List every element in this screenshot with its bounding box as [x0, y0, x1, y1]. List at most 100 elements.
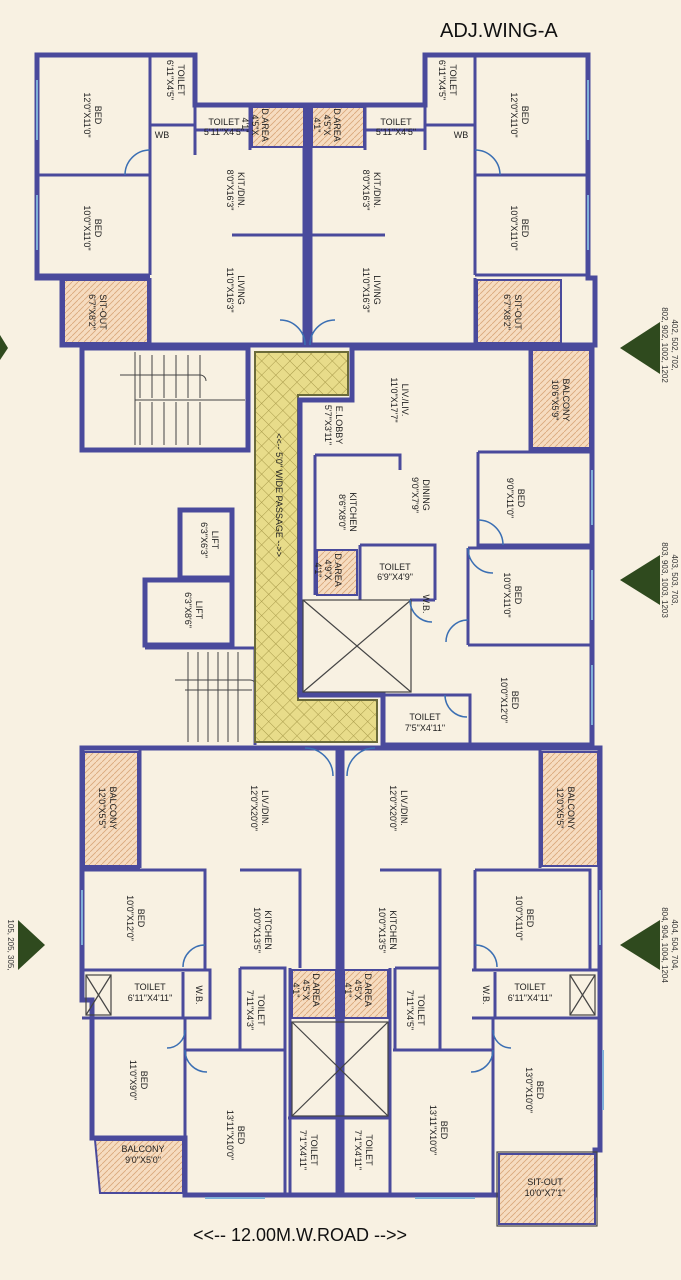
m-bed1-size: 9'0"X11'0"	[505, 478, 515, 518]
svg-text:BED10'0"X11'0": BED10'0"X11'0"	[509, 205, 530, 250]
svg-text:BED13'0"X10'0": BED13'0"X10'0"	[524, 1067, 545, 1113]
right-bottom-marker-icon	[620, 920, 660, 970]
svg-text:LIVING11'0"X16'3": LIVING11'0"X16'3"	[225, 267, 246, 312]
tl-kit-size: 8'0"X16'3"	[225, 170, 235, 211]
svg-text:BED10'0"X12'0": BED10'0"X12'0"	[499, 677, 520, 723]
svg-text:BED10'0"X11'0": BED10'0"X11'0"	[502, 572, 523, 617]
top-wing	[34, 52, 598, 348]
bl-balcony-size: 12'0"X5'5"	[97, 788, 107, 829]
svg-text:D.AREA4'9"X4'1": D.AREA4'9"X4'1"	[313, 553, 343, 587]
br-bed2-label: BED	[535, 1081, 545, 1100]
svg-text:404, 504, 704,804, 904, 1004,: 404, 504, 704,804, 904, 1004, 1204	[660, 907, 679, 983]
tr-toilet2-size: 5'11"X4'5"	[376, 127, 416, 137]
br-toilet1-label: TOILET	[416, 994, 426, 1026]
svg-text:KIT./DIN.8'0"X16'3": KIT./DIN.8'0"X16'3"	[361, 170, 382, 211]
svg-text:SIT-OUT6'7"X8'2": SIT-OUT6'7"X8'2"	[87, 294, 108, 330]
svg-text:BED10'0"X11'0": BED10'0"X11'0"	[514, 895, 535, 940]
tl-toilet2-label: TOILET	[208, 117, 240, 127]
svg-text:BALCONY10'6"X5'9": BALCONY10'6"X5'9"	[550, 378, 571, 421]
tr-sitout-size: 6'7"X8'2"	[502, 294, 512, 330]
bl-wb-label: W.B.	[194, 985, 204, 1004]
tr-bed2-size: 10'0"X11'0"	[509, 205, 519, 250]
svg-text:LIFT6'3"X8'6": LIFT6'3"X8'6"	[183, 592, 204, 628]
middle-labels: LIV./LIV.11'0"X17'7" BALCONY10'6"X5'9" E…	[183, 377, 571, 733]
m-balcony-size: 10'6"X5'9"	[550, 380, 560, 421]
bl-toilet1-size: 6'11"X4'11"	[128, 993, 173, 1003]
m-liv-label: LIV./LIV.	[400, 384, 410, 417]
bl-toilet3-label: TOILET	[309, 1134, 319, 1166]
flats-right-mid-2: 803, 903, 1003, 1203	[660, 542, 669, 618]
bottom-wing	[79, 745, 604, 1227]
tl-living-size: 11'0"X16'3"	[225, 267, 235, 312]
m-bed2-size: 10'0"X11'0"	[502, 572, 512, 617]
br-darea-size-b: 4'1"	[343, 983, 353, 998]
svg-text:BALCONY12'0"X5'5": BALCONY12'0"X5'5"	[555, 786, 576, 829]
tl-toilet-size: 6'11"X4'5"	[165, 60, 175, 100]
flats-right-mid-1: 403, 503, 703,	[670, 554, 679, 605]
svg-text:DINING9'0"X7'9": DINING9'0"X7'9"	[410, 477, 431, 513]
br-livdin-label: LIV./DIN.	[399, 790, 409, 826]
svg-text:TOILET7'11"X4'3": TOILET7'11"X4'3"	[245, 990, 266, 1030]
lift1-size: 6'3"X6'3"	[199, 522, 209, 558]
tl-bed1-label: BED	[93, 106, 103, 125]
br-bed1-size: 10'0"X11'0"	[514, 895, 524, 940]
stair-bottom	[175, 652, 257, 742]
br-balcony-size: 12'0"X5'5"	[555, 788, 565, 829]
svg-text:BED12'0"X11'0": BED12'0"X11'0"	[82, 92, 103, 137]
svg-text:TOILET6'11"X4'5": TOILET6'11"X4'5"	[165, 60, 186, 100]
svg-text:D.AREA4'5"X4'1": D.AREA4'5"X4'1"	[312, 108, 342, 142]
flats-right-top-1: 402, 502, 702,	[670, 319, 679, 370]
svg-text:TOILET6'11"X4'5": TOILET6'11"X4'5"	[437, 60, 458, 100]
tr-living-label: LIVING	[372, 275, 382, 305]
m-toilet1-size: 6'9"X4'9"	[377, 572, 413, 582]
tl-sitout-size: 6'7"X8'2"	[87, 294, 97, 330]
svg-text:D.AREA4'5"X4'1": D.AREA4'5"X4'1"	[240, 108, 270, 142]
svg-text:TOILET7'11"X4'5": TOILET7'11"X4'5"	[405, 990, 426, 1030]
stair-top	[120, 352, 245, 445]
br-kitchen-size: 10'0"X13'5"	[377, 907, 387, 953]
svg-text:TOILET7'1"X4'11": TOILET7'1"X4'11"	[353, 1130, 374, 1170]
m-bed2-label: BED	[513, 586, 523, 605]
svg-text:KITCHEN10'0"X13'5": KITCHEN10'0"X13'5"	[252, 907, 273, 953]
br-sitout-label: SIT-OUT	[527, 1177, 563, 1187]
svg-text:TOILET6'9"X4'9": TOILET6'9"X4'9"	[377, 562, 413, 582]
tl-darea-label: D.AREA	[260, 108, 270, 142]
bl-darea-size-a: 4'5"X	[301, 980, 311, 1001]
m-kitchen-size: 8'6"X8'0"	[337, 494, 347, 530]
tr-kit-size: 8'0"X16'3"	[361, 170, 371, 211]
flats-left-bottom: 105, 205, 305,	[6, 919, 15, 970]
svg-text:BED13'11"X10'0": BED13'11"X10'0"	[428, 1105, 449, 1155]
br-toilet2-label: TOILET	[514, 982, 546, 992]
m-liv-size: 11'0"X17'7"	[389, 377, 399, 422]
m-toilet1-label: TOILET	[379, 562, 411, 572]
flats-right-bottom-2: 804, 904, 1004, 1204	[660, 907, 669, 983]
svg-text:402, 502, 702,802, 902, 1002,: 402, 502, 702,802, 902, 1002, 1202	[660, 307, 679, 383]
bottom-wing-labels: BALCONY12'0"X5'5" LIV./DIN.12'0"X20'0" B…	[97, 785, 576, 1198]
tl-toilet2-size: 5'11"X4'5"	[204, 127, 244, 137]
m-toilet2-label: TOILET	[409, 712, 441, 722]
tr-bed1-size: 12'0"X11'0"	[509, 92, 519, 137]
svg-text:LIVING11'0"X16'3": LIVING11'0"X16'3"	[361, 267, 382, 312]
tl-living-label: LIVING	[236, 275, 246, 305]
svg-text:BED11'0"X9'0": BED11'0"X9'0"	[128, 1060, 149, 1100]
middle-core	[79, 345, 595, 748]
bl-toilet2-size: 7'11"X4'3"	[245, 990, 255, 1030]
br-bed2-size: 13'0"X10'0"	[524, 1067, 534, 1113]
flats-right-top-2: 802, 902, 1002, 1202	[660, 307, 669, 383]
br-bed3-label: BED	[439, 1121, 449, 1140]
svg-text:TOILET7'5"X4'11": TOILET7'5"X4'11"	[405, 712, 445, 733]
bl-kitchen-size: 10'0"X13'5"	[252, 907, 262, 953]
tl-bed1-size: 12'0"X11'0"	[82, 92, 92, 137]
svg-text:BED10'0"X12'0": BED10'0"X12'0"	[125, 895, 146, 941]
tl-darea-size-b: 4'1"	[240, 118, 250, 133]
bl-darea-size-b: 4'1"	[291, 983, 301, 998]
tr-darea-size-b: 4'1"	[312, 118, 322, 133]
tr-darea-label: D.AREA	[332, 108, 342, 142]
flats-right-bottom-1: 404, 504, 704,	[670, 919, 679, 970]
svg-text:TOILET6'11"X4'11": TOILET6'11"X4'11"	[128, 982, 173, 1003]
bl-bed3-size: 13'11"X10'0"	[225, 1110, 235, 1160]
tr-bed2-label: BED	[520, 219, 530, 238]
svg-text:E.LOBBY5'7"X3'11": E.LOBBY5'7"X3'11"	[323, 405, 344, 445]
m-bed1-label: BED	[516, 489, 526, 508]
